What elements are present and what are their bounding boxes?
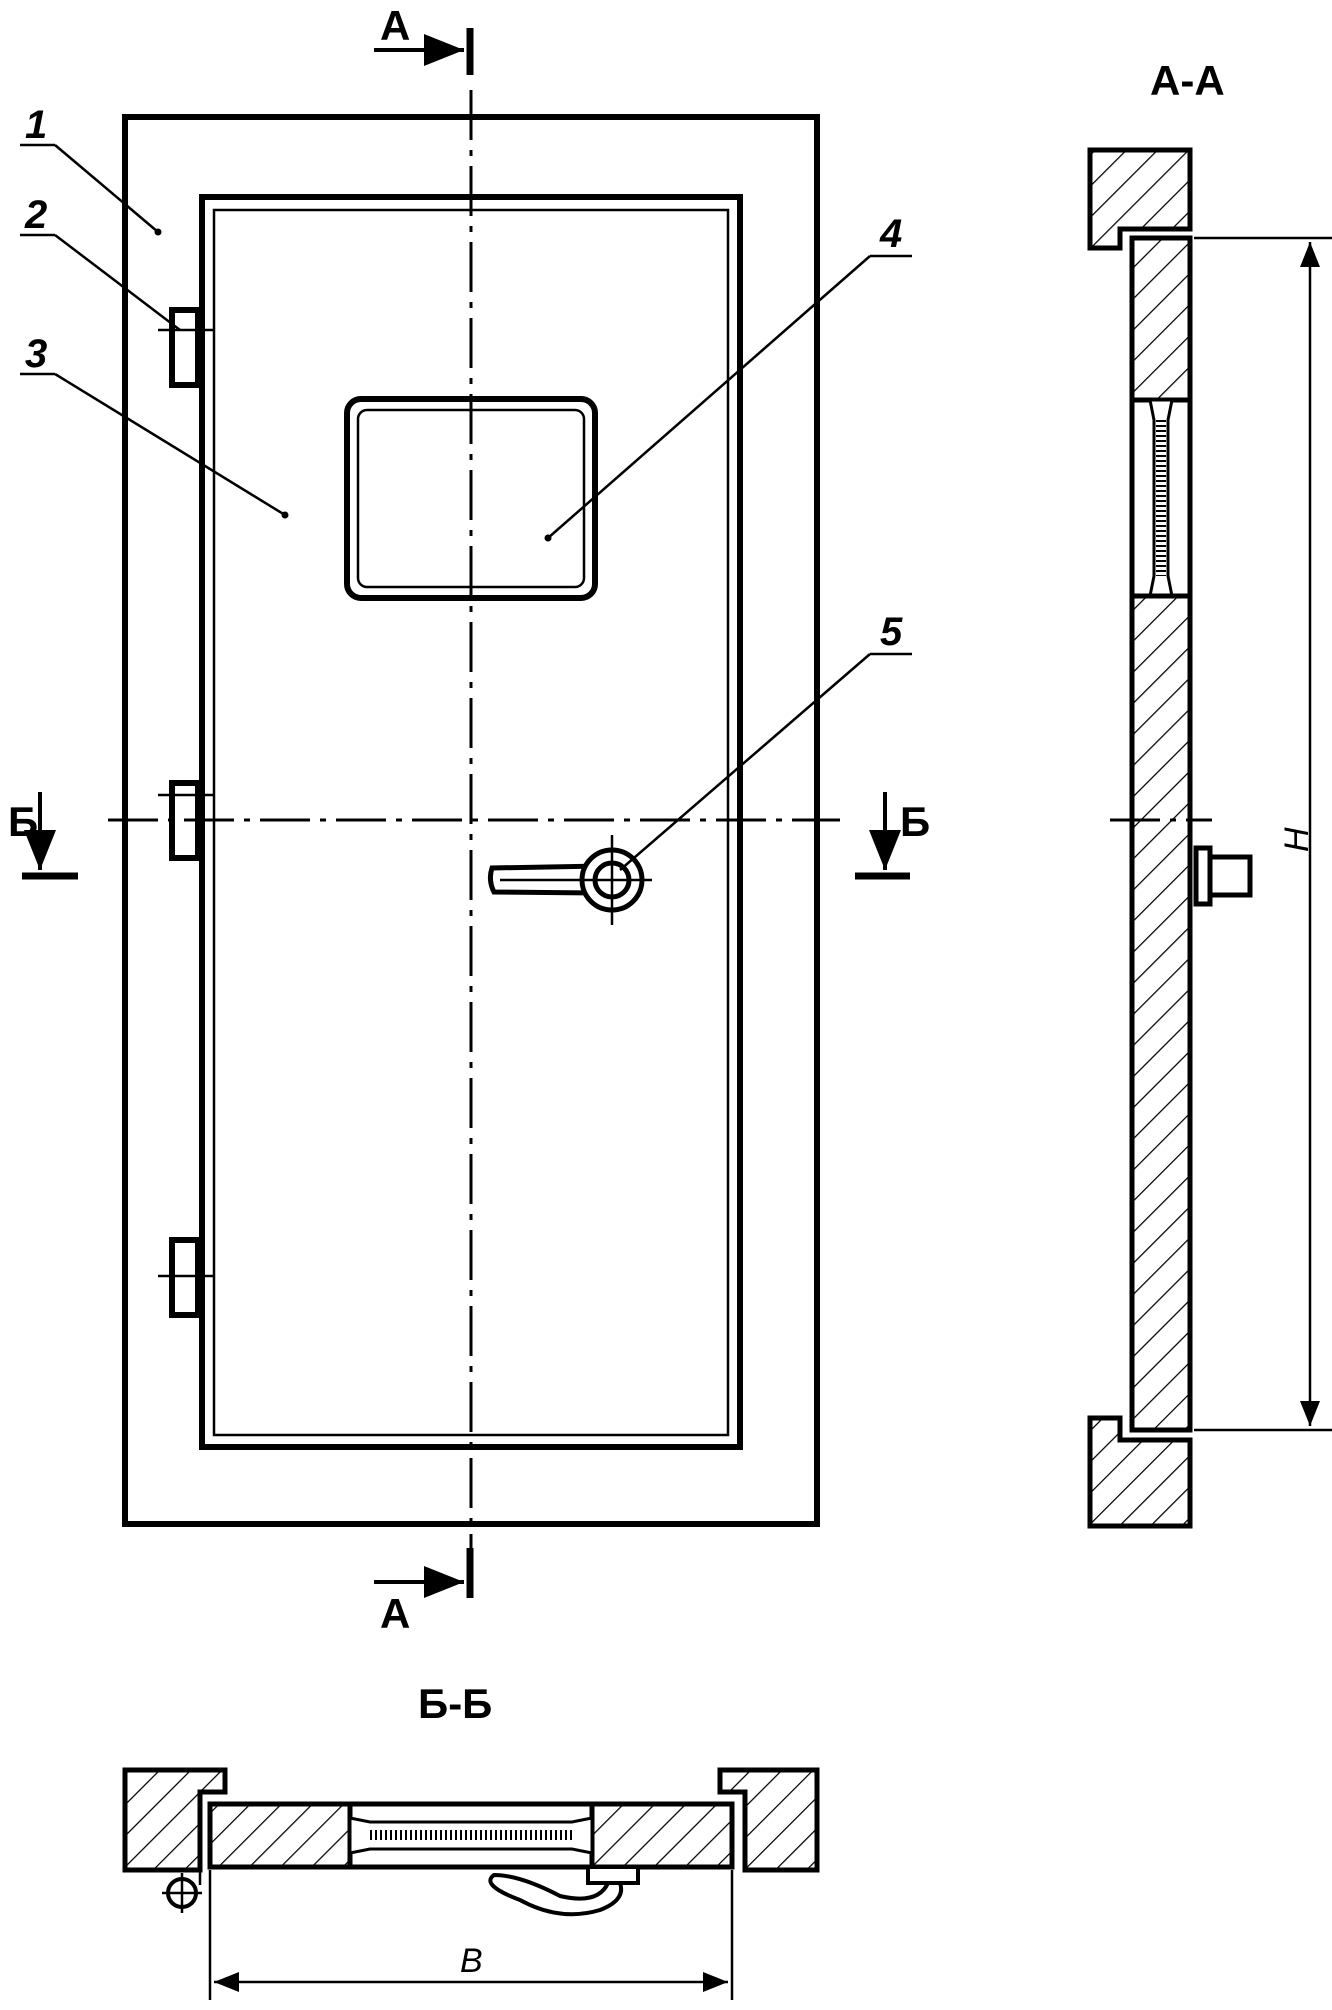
section-a-marker-bottom: А: [374, 1548, 474, 1637]
door-handle: [487, 835, 652, 925]
section-a-label-bottom: А: [380, 1590, 410, 1637]
section-b-label-right: Б: [900, 798, 930, 845]
section-b-label-left: Б: [8, 798, 38, 845]
callout-2: 2: [20, 193, 181, 331]
hinge-top: [158, 307, 214, 388]
section-a-glazing: [1129, 397, 1193, 599]
front-view: А А Б Б 1 2: [8, 2, 930, 1637]
hinge-bottom: [158, 1237, 214, 1318]
svg-text:3: 3: [25, 332, 47, 376]
section-a-view: А-А Н: [1087, 57, 1332, 1529]
callout-5: 5: [619, 610, 912, 871]
callout-4: 4: [544, 212, 912, 542]
svg-text:4: 4: [879, 212, 902, 256]
section-b-marker-left: Б: [8, 792, 78, 880]
callout-3: 3: [20, 332, 289, 519]
section-b-title: Б-Б: [418, 1680, 492, 1727]
section-b-view: Б-Б В: [122, 1680, 820, 2000]
section-a-marker-top: А: [374, 2, 474, 75]
section-b-glazing: [347, 1801, 595, 1870]
svg-text:1: 1: [25, 103, 47, 147]
callout-1: 1: [20, 103, 162, 236]
section-a-title: А-А: [1150, 57, 1225, 104]
dimension-width-label: В: [460, 1942, 483, 1980]
section-a-label-top: А: [380, 2, 410, 49]
svg-text:5: 5: [880, 610, 903, 654]
section-b-marker-right: Б: [855, 792, 930, 880]
dimension-height-label: Н: [1278, 827, 1316, 852]
svg-text:2: 2: [24, 193, 47, 237]
